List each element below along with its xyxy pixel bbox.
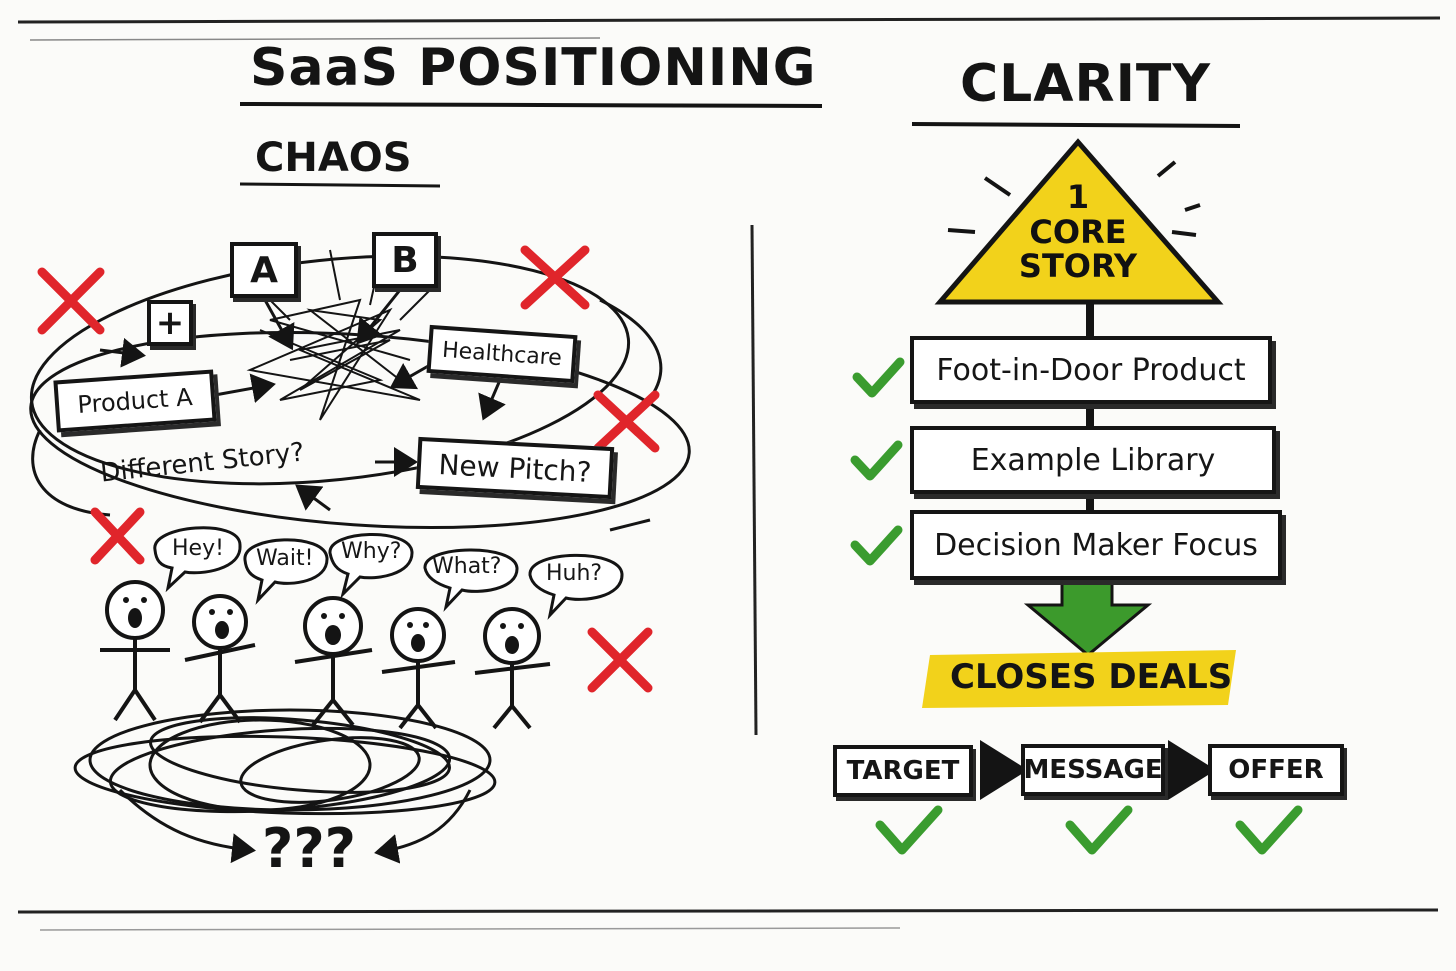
chaos-heading: CHAOS bbox=[255, 135, 412, 181]
red-x-icon bbox=[37, 245, 660, 693]
closes-deals-highlight bbox=[922, 650, 1236, 708]
plus-box: + bbox=[147, 300, 193, 346]
core-story-triangle bbox=[934, 138, 1224, 305]
step-foot-in-door: Foot-in-Door Product bbox=[910, 336, 1272, 404]
box-b: B bbox=[372, 232, 438, 288]
bottom-frame-line bbox=[17, 908, 1439, 914]
closes-deals-label: CLOSES DEALS bbox=[950, 657, 1233, 697]
bubble-why: Why? bbox=[341, 539, 402, 564]
top-frame-line bbox=[17, 16, 1441, 24]
clarity-underline bbox=[911, 122, 1241, 128]
bubble-huh: Huh? bbox=[546, 561, 603, 586]
stick-figure-icon bbox=[100, 580, 551, 730]
speech-bubbles bbox=[153, 526, 624, 620]
step-decision-maker: Decision Maker Focus bbox=[910, 510, 1282, 580]
core-story-line-1: 1 bbox=[1066, 178, 1090, 216]
new-pitch-box: New Pitch? bbox=[415, 436, 615, 500]
core-story-line-2: CORE bbox=[1029, 212, 1127, 251]
bubble-what: What? bbox=[432, 554, 502, 579]
bubble-hey: Hey! bbox=[172, 536, 224, 561]
core-story-text: 1 CORE STORY bbox=[1003, 180, 1153, 284]
green-check-icon bbox=[850, 357, 1303, 855]
box-a: A bbox=[230, 242, 298, 298]
flow-message: MESSAGE bbox=[1021, 744, 1165, 796]
bubble-wait: Wait! bbox=[256, 546, 314, 571]
product-a-box: Product A bbox=[53, 369, 217, 433]
tangle-scribble bbox=[73, 708, 497, 864]
flow-target: TARGET bbox=[833, 745, 973, 797]
flow-offer: OFFER bbox=[1208, 744, 1344, 796]
step-example-library: Example Library bbox=[910, 426, 1276, 494]
chaos-underline bbox=[239, 182, 441, 188]
healthcare-box: Healthcare bbox=[426, 324, 578, 384]
title-underline bbox=[239, 102, 823, 108]
question-marks: ??? bbox=[262, 817, 356, 880]
spark-lines bbox=[947, 160, 1201, 237]
center-divider bbox=[750, 224, 758, 736]
core-story-line-3: STORY bbox=[1018, 247, 1138, 286]
down-arrow-icon bbox=[1023, 580, 1153, 657]
clarity-heading: CLARITY bbox=[960, 54, 1212, 114]
page-title: SaaS POSITIONING bbox=[250, 38, 817, 98]
